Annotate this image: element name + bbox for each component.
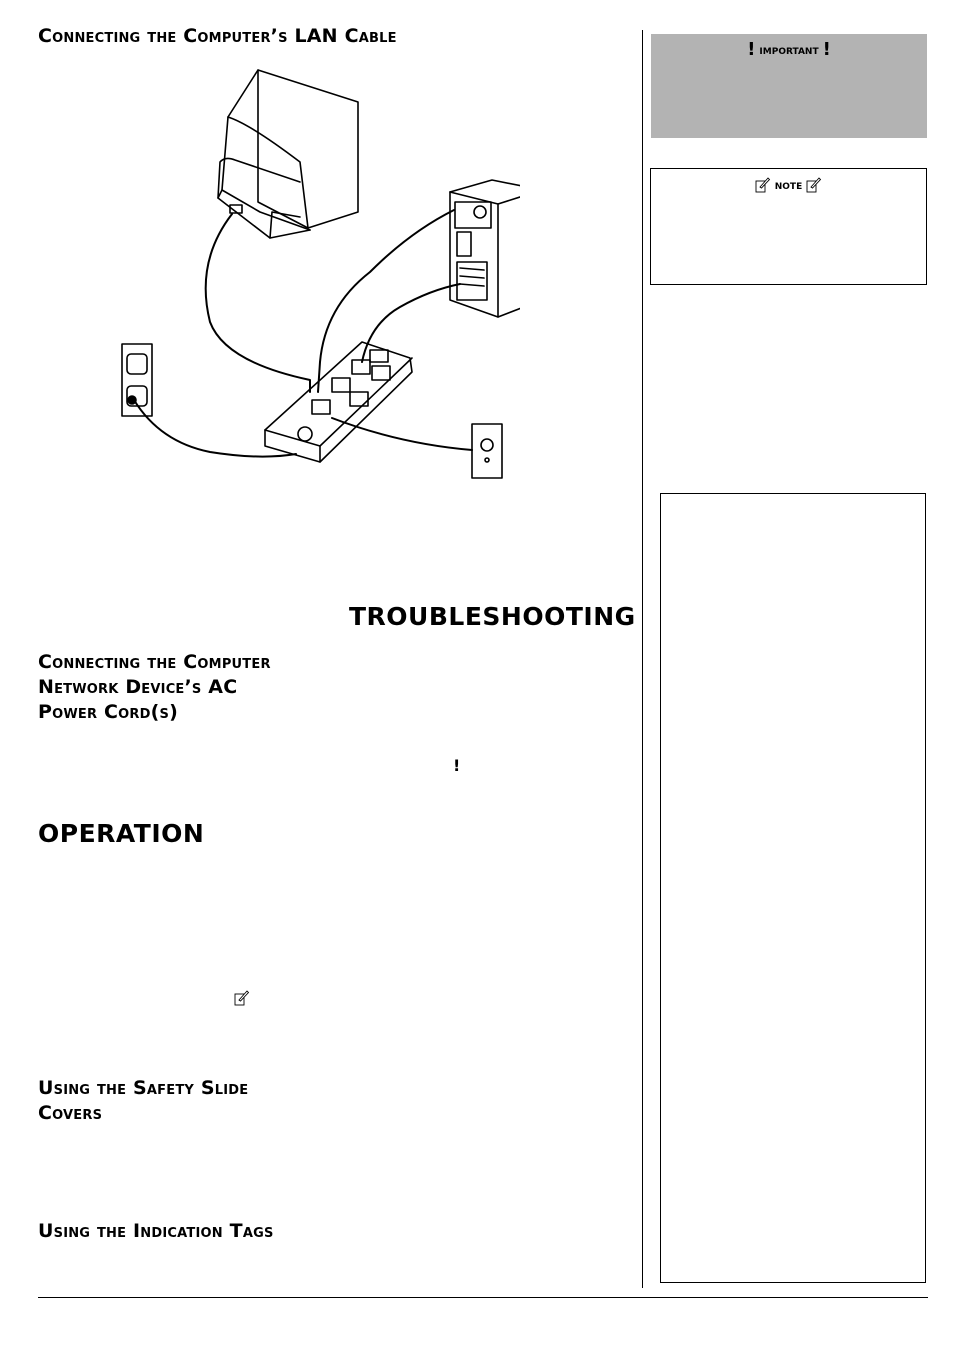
important-label: important [759, 42, 819, 58]
crt-monitor-icon [217, 69, 359, 239]
power-cord-heading-line-1: Connecting the Computer [38, 651, 271, 673]
connection-illustration [100, 62, 543, 482]
phone-jack-icon [471, 423, 503, 479]
safety-covers-heading-line-1: Using the Safety Slide [38, 1077, 249, 1099]
important-callout: ! important ! [651, 34, 927, 138]
inline-exclamation-icon: ! [453, 756, 461, 775]
important-callout-title: ! important ! [651, 39, 927, 60]
operation-heading: OPERATION [38, 819, 205, 848]
surge-protector-icon [264, 341, 413, 463]
safety-covers-heading-line-2: Covers [38, 1102, 103, 1124]
column-divider [642, 30, 643, 1288]
power-cord-heading-line-3: Power Cord(s) [38, 701, 178, 723]
wall-outlet-icon [121, 343, 153, 417]
note-callout: note [650, 168, 927, 285]
computer-tower-icon [449, 179, 543, 318]
footer-rule [38, 1297, 928, 1298]
troubleshooting-sidebar-box [660, 493, 926, 1283]
note-label: note [774, 177, 803, 193]
lan-cable-heading: Connecting the Computer’s LAN Cable [38, 25, 397, 47]
indication-tags-heading: Using the Indication Tags [38, 1220, 274, 1242]
exclamation-icon: ! [747, 39, 756, 60]
pencil-note-icon [806, 177, 822, 193]
power-cord-heading: Connecting the Computer Network Device’s… [38, 650, 271, 725]
exclamation-icon: ! [822, 39, 831, 60]
inline-pencil-icon [234, 990, 250, 1006]
connection-diagram-svg [121, 69, 543, 479]
safety-covers-heading: Using the Safety Slide Covers [38, 1076, 248, 1126]
pencil-note-icon [755, 177, 770, 193]
note-callout-title: note [651, 177, 926, 193]
power-cord-heading-line-2: Network Device’s AC [38, 676, 238, 698]
troubleshooting-heading: TROUBLESHOOTING [349, 602, 636, 631]
